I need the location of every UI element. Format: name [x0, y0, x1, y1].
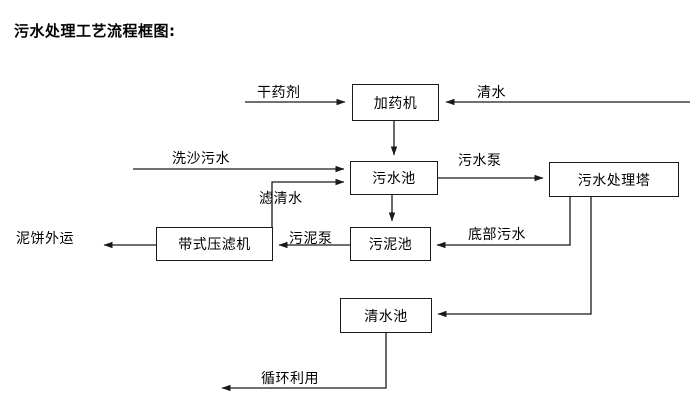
edge-label-bottom-sewage: 底部污水	[468, 227, 526, 243]
edge-label-clear-water: 清水	[477, 85, 506, 101]
page-title: 污水处理工艺流程框图:	[14, 22, 176, 40]
node-label: 污泥池	[368, 237, 413, 253]
node-clean-water-pool[interactable]: 清水池	[340, 298, 432, 333]
node-label: 污水池	[372, 171, 416, 187]
edge-label-mud-cake-transport: 泥饼外运	[16, 231, 74, 247]
edge-bottom-sewage-to-sludge-pool	[436, 197, 571, 249]
edge-tower-to-clean-pool	[437, 197, 592, 318]
edge-filtrate-to-sewage-pool	[271, 178, 345, 227]
node-label: 加药机	[373, 95, 418, 112]
node-sewage-pool[interactable]: 污水池	[350, 161, 438, 195]
edge-label-recycle-use: 循环利用	[261, 371, 319, 387]
edge-clean-pool-recycle	[221, 333, 387, 392]
edge-label-sludge-pump: 污泥泵	[289, 231, 333, 247]
node-sludge-pool[interactable]: 污泥池	[350, 227, 431, 261]
node-label: 带式压滤机	[178, 237, 251, 253]
node-belt-filter-press[interactable]: 带式压滤机	[156, 227, 273, 261]
edge-label-wash-sand-sewage: 洗沙污水	[172, 151, 230, 167]
edge-label-dry-agent: 干药剂	[257, 85, 301, 101]
edge-label-sewage-pump: 污水泵	[458, 153, 502, 169]
node-label: 污水处理塔	[577, 172, 651, 189]
node-label: 清水池	[364, 308, 408, 325]
node-treatment-tower[interactable]: 污水处理塔	[549, 162, 679, 197]
edge-label-filtrate-water: 滤清水	[259, 191, 303, 207]
node-dosing-machine[interactable]: 加药机	[352, 84, 439, 121]
